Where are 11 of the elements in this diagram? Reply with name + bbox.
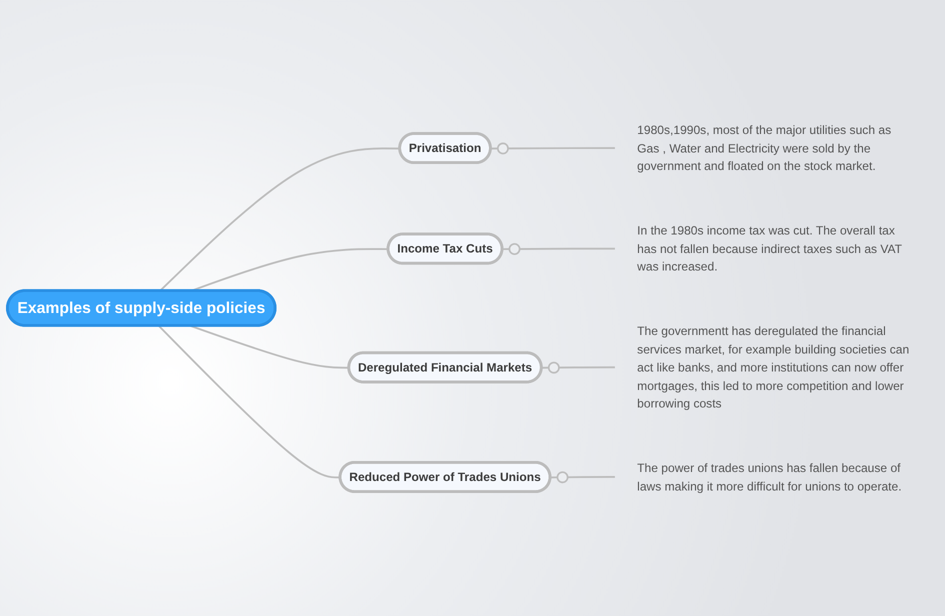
connector	[490, 142, 615, 154]
connector	[159, 148, 400, 292]
connector	[542, 362, 615, 374]
node-text: 1980s,1990s, most of the major utilities such as Gas , Water and Electricity were sold by the government and floated on the stock market.	[637, 122, 892, 173]
node-text: The power of trades unions has fallen because of laws making it more difficult for unions to operate.	[637, 460, 902, 493]
connector	[502, 243, 615, 255]
connector	[190, 324, 350, 369]
connector	[158, 325, 340, 478]
node-text: The governmentt has deregulated the financial services market, for example building societies can act like banks, and more institutions can now offer mortgages, this led to more competition and lower borrowing costs	[637, 324, 910, 410]
node-text: In the 1980s income tax was cut. The overall tax has not fallen because indirect taxes such as VAT was increased.	[637, 223, 902, 274]
connector	[550, 471, 615, 484]
